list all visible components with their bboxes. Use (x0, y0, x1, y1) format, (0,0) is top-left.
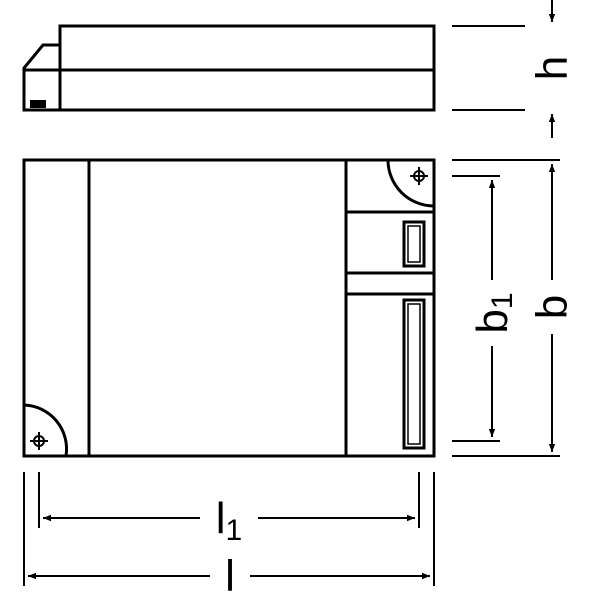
terminal-block-small-inner (407, 225, 421, 263)
inner-length-label: l1 (216, 494, 242, 547)
mounting-hole-top-right (410, 167, 428, 185)
bottom-left-arc (23, 403, 69, 457)
inner-length-dimension (38, 472, 420, 528)
top-view-body (22, 158, 436, 458)
length-dimension (23, 472, 435, 586)
width-label: b (528, 295, 577, 319)
top-view (22, 158, 436, 458)
height-label: h (528, 56, 577, 80)
side-view-connector-foot (30, 100, 46, 108)
mounting-hole-bottom-left (30, 432, 48, 450)
terminal-block-large-inner (407, 303, 421, 445)
height-dimension (452, 0, 556, 138)
length-label: l (225, 552, 235, 600)
inner-width-label: b1 (468, 292, 519, 333)
side-view-body (58, 24, 436, 112)
top-right-arc (386, 159, 435, 208)
width-extension-lines (452, 159, 560, 457)
side-view-connector (22, 43, 60, 112)
terminal-block-large (402, 298, 426, 450)
terminal-block-small (402, 220, 426, 268)
side-view (22, 24, 436, 112)
